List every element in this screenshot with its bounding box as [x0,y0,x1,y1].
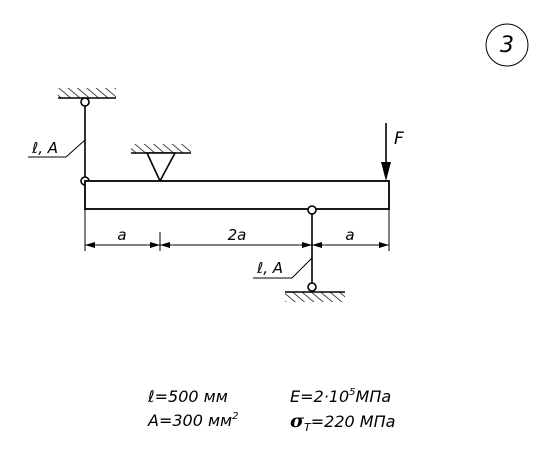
given-length: ℓ=500 мм [147,387,228,406]
bottom-rod-upper-hinge [307,205,317,215]
given-area: A=300 мм2 [147,411,239,430]
rigid-beam [84,180,390,210]
given-modulus: E=2·105МПа [290,387,391,406]
bottom-floor-support [285,291,345,302]
dim-middle-label: 2a [228,226,247,244]
problem-number-badge: 3 [485,23,529,67]
problem-number: 3 [500,33,514,58]
top-rod [80,97,90,186]
given-yield-stress: σT=220 МПа [290,410,395,434]
bottom-rod [307,205,317,292]
given-data: ℓ=500 мм A=300 мм2 E=2·105МПа σT=220 МПа [147,387,395,434]
top-rod-label-group: ℓ, A [28,139,86,158]
bottom-rod-lower-hinge [307,282,317,292]
dimension-lines: a 2a a [84,209,390,251]
force-label: F [394,129,404,149]
bottom-rod-label-group: ℓ, A [253,257,313,279]
dim-right-label: a [345,226,354,244]
force-arrow: F [381,123,404,181]
pin-support [131,144,191,183]
top-ceiling-support [58,88,116,99]
dim-left-label: a [117,226,126,244]
top-rod-upper-hinge [80,97,90,107]
bottom-rod-label: ℓ, A [256,259,283,277]
top-rod-label: ℓ, A [31,139,58,157]
